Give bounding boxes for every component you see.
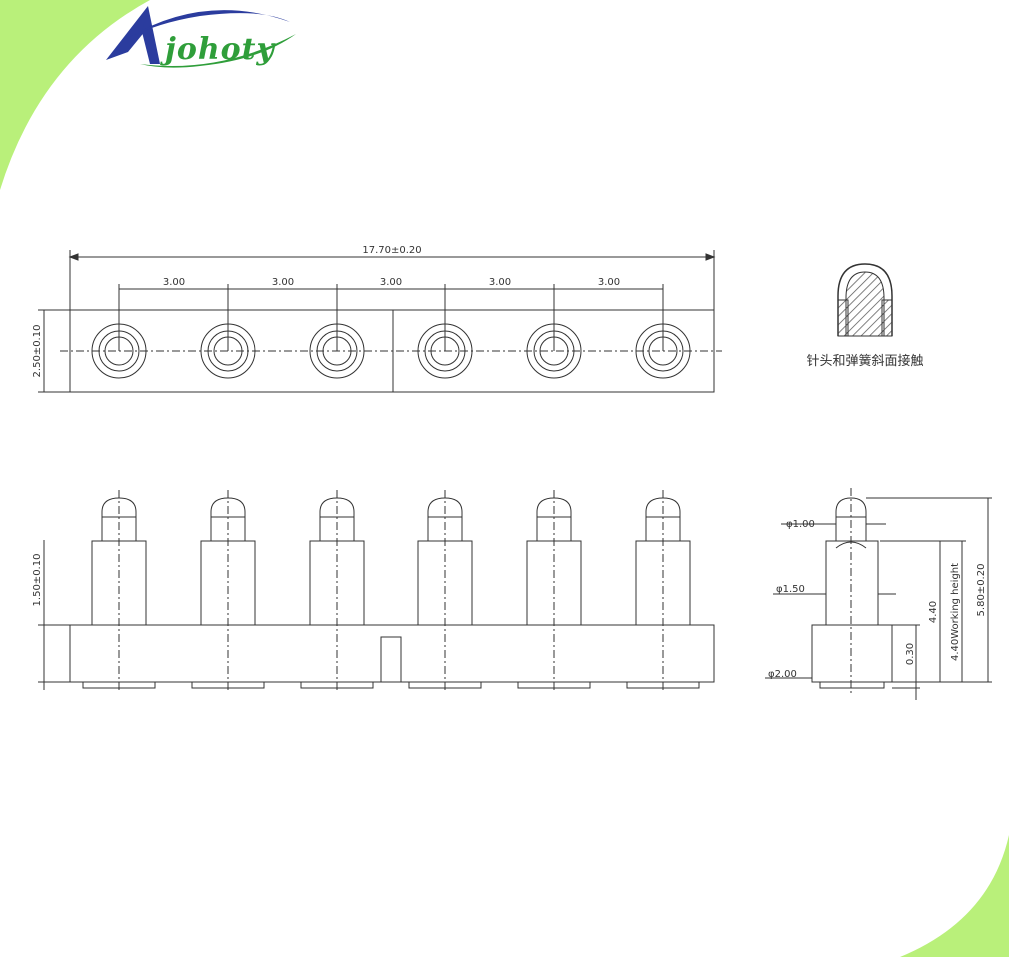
front-pin: [408, 490, 482, 690]
side-view: [765, 488, 992, 700]
logo-mark: [106, 6, 296, 68]
front-view-base: [69, 624, 715, 683]
pin-ring: [417, 323, 473, 379]
pitch-label-1: 3.00: [163, 277, 185, 288]
front-pins: [82, 490, 700, 690]
height-label: 2.50±0.10: [32, 325, 43, 378]
front-view-key: [380, 636, 402, 683]
total-height-label: 5.80±0.20: [976, 564, 987, 617]
brand-name: johoty: [165, 32, 275, 67]
tip-diameter-label: φ1.00: [786, 519, 815, 530]
front-pin: [300, 490, 374, 690]
pitch-label-5: 3.00: [598, 277, 620, 288]
dim-440-label: 4.40: [928, 601, 939, 623]
base-height-label: 1.50±0.10: [32, 554, 43, 607]
barrel-diameter-label: φ1.50: [776, 584, 805, 595]
pin-ring: [526, 323, 582, 379]
pin-ring: [635, 323, 691, 379]
pin-ring: [309, 323, 365, 379]
front-pin: [626, 490, 700, 690]
corner-swoosh-bottom-right: [900, 835, 1009, 957]
top-view: [38, 250, 722, 393]
pin-rings: [91, 323, 691, 379]
corner-swoosh-top-left: [0, 0, 150, 190]
pitch-label-4: 3.00: [489, 277, 511, 288]
base-diameter-label: φ2.00: [768, 669, 797, 680]
tip-detail: [837, 263, 893, 337]
front-view: [38, 490, 715, 690]
pitch-label-3: 3.00: [380, 277, 402, 288]
front-pin: [517, 490, 591, 690]
pin-ring: [200, 323, 256, 379]
pitch-label-2: 3.00: [272, 277, 294, 288]
overall-width-label: 17.70±0.20: [362, 245, 421, 256]
top-view-body: [69, 309, 715, 393]
front-pin: [191, 490, 265, 690]
working-height-label: 4.40Working height: [950, 563, 961, 661]
dim-030-label: 0.30: [905, 643, 916, 665]
detail-caption: 针头和弹簧斜面接触: [806, 353, 923, 369]
front-pin: [82, 490, 156, 690]
pin-ring: [91, 323, 147, 379]
